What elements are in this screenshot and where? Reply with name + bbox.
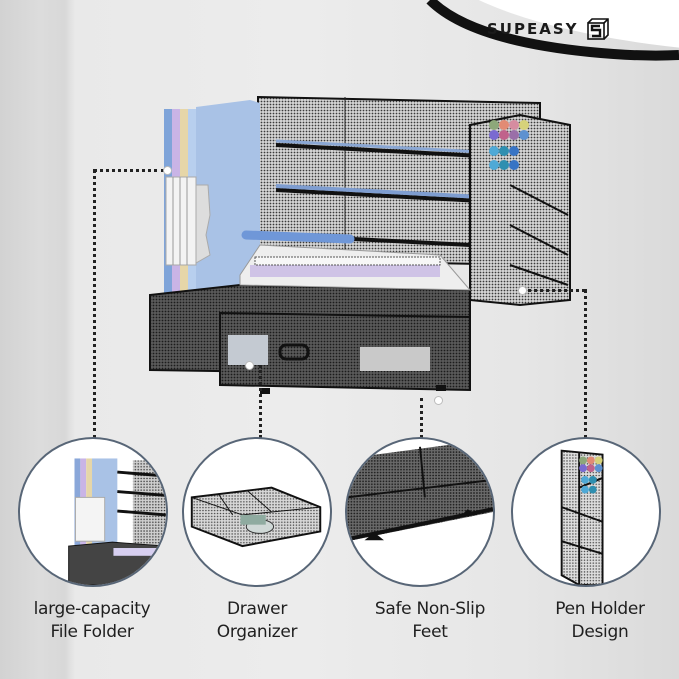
- feature-circle-pen-holder: [511, 437, 661, 587]
- connector-folder-dot: [163, 166, 172, 175]
- pen-holder-closeup: [560, 449, 604, 585]
- feature-label-line1: Safe Non-Slip: [374, 599, 486, 619]
- brand-name: SUPEASY: [487, 20, 579, 38]
- swoosh-curve: [426, 0, 679, 61]
- feature-label-line2: Feet: [412, 622, 448, 642]
- cube-s-logo-icon: [586, 18, 609, 40]
- connector-folder-h: [93, 169, 165, 172]
- connector-pen-v: [584, 289, 587, 439]
- brand-logo-group: SUPEASY: [487, 17, 609, 41]
- connector-drawer-v: [259, 365, 262, 438]
- feature-label-line1: large-capacity: [33, 599, 151, 619]
- feature-label-feet: Safe Non-Slip Feet: [345, 598, 515, 644]
- connector-feet-dot: [434, 396, 443, 405]
- connector-drawer-dot: [245, 361, 254, 370]
- drawer-closeup: [190, 486, 322, 548]
- feature-label-line2: Organizer: [216, 622, 298, 642]
- feature-label-line2: Design: [571, 622, 629, 642]
- feature-label-drawer: Drawer Organizer: [172, 598, 342, 644]
- feature-circle-file-folder: [18, 437, 168, 587]
- file-folder-closeup: [68, 458, 166, 585]
- connector-folder-v: [93, 169, 96, 439]
- connector-pen-dot: [518, 286, 527, 295]
- connector-pen-h: [521, 289, 585, 292]
- feature-label-file-folder: large-capacity File Folder: [7, 598, 177, 644]
- feature-label-line1: Pen Holder: [555, 599, 645, 619]
- desk-organizer-product: [149, 95, 571, 394]
- feature-label-line2: File Folder: [50, 622, 134, 642]
- feature-label-line1: Drawer: [226, 599, 288, 619]
- feature-label-pen-holder: Pen Holder Design: [515, 598, 679, 644]
- feature-circle-drawer: [182, 437, 332, 587]
- feature-circle-feet: [345, 437, 495, 587]
- connector-feet-v: [420, 398, 423, 438]
- non-slip-feet-closeup: [347, 439, 493, 542]
